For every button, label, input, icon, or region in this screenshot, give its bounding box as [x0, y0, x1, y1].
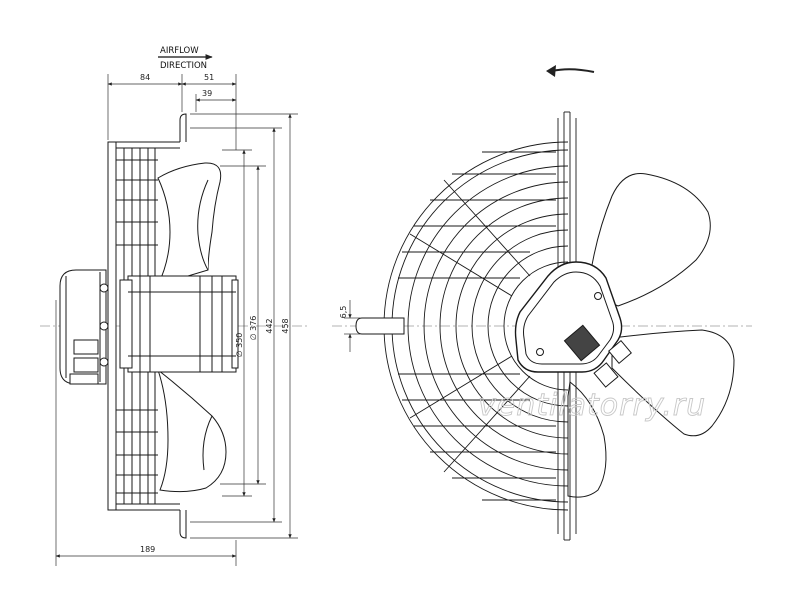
- blades-front: [567, 172, 735, 498]
- watermark-text: ventilatorry.ru: [478, 388, 706, 423]
- dim-blade-offset: 39: [202, 89, 212, 98]
- dim-shaft-height: 6,5: [339, 306, 348, 319]
- dimension-lines-side: [55, 74, 298, 566]
- screw-icon: [536, 348, 544, 356]
- dim-height-458: 458: [281, 318, 290, 333]
- front-view: [332, 111, 752, 541]
- dim-diameter-350: ∅ 350: [235, 333, 244, 358]
- dim-body-depth: 84: [140, 73, 150, 82]
- shaft-dim: [344, 300, 360, 352]
- dim-height-442: 442: [265, 318, 274, 333]
- dim-diameter-376: ∅ 376: [249, 316, 258, 341]
- airflow-label: AIRFLOW DIRECTION: [158, 46, 213, 71]
- dim-overall-depth: 189: [140, 545, 155, 554]
- mount-shaft: [355, 317, 405, 335]
- screw-icon: [594, 292, 602, 300]
- left-arrow-icon: [546, 65, 595, 77]
- side-view: [40, 74, 310, 566]
- motor-side: [59, 269, 239, 385]
- motor-cover: [514, 261, 632, 388]
- dim-guard-offset: 51: [204, 73, 214, 82]
- airflow-label-line1: AIRFLOW: [160, 46, 199, 56]
- airflow-label-line2: DIRECTION: [160, 61, 207, 71]
- brand-logo-icon: [563, 324, 601, 362]
